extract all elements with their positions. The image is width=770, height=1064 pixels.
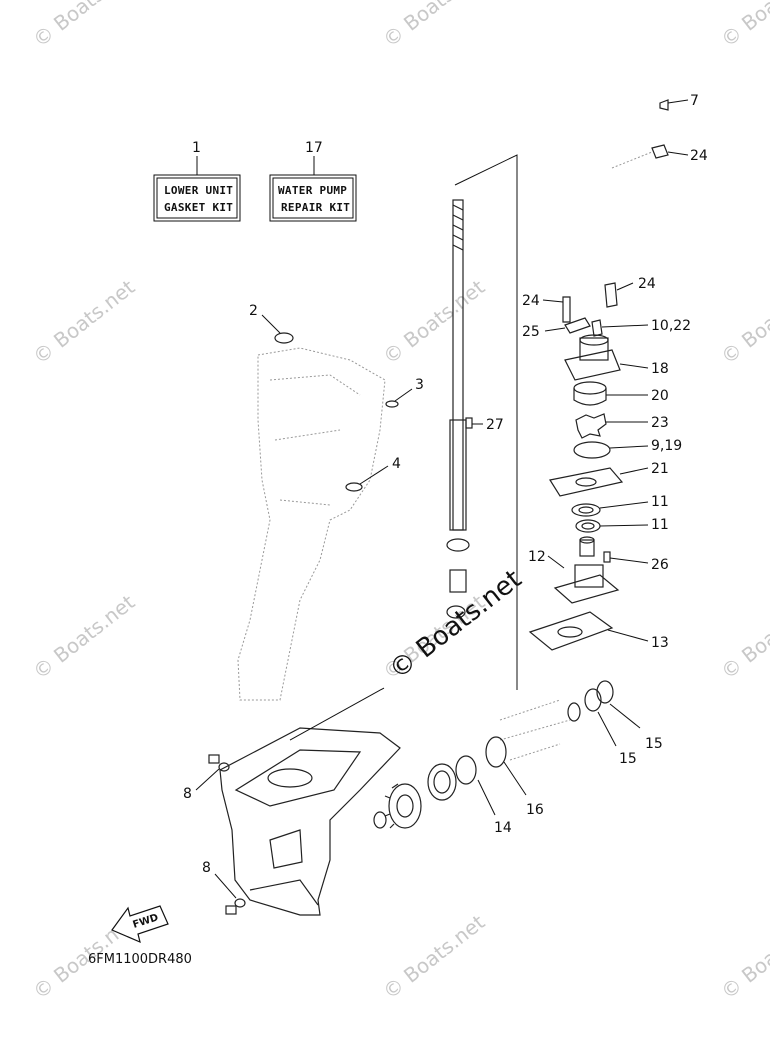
callout-label: 15	[645, 736, 663, 752]
callout-label: 23	[651, 415, 669, 431]
pump-housing-part-18[interactable]: 18	[564, 334, 669, 381]
watermark: © Boats.net	[716, 275, 770, 369]
kit-label-line2: GASKET KIT	[164, 201, 233, 214]
o-ring-part-9-19[interactable]: 9,19	[573, 438, 682, 459]
bolt-part-5[interactable]: 7	[659, 93, 699, 111]
callout-label: 8	[183, 786, 192, 802]
gasket-part-13[interactable]: 13	[528, 611, 669, 651]
shim-part-14[interactable]: 14	[455, 755, 512, 836]
seal-part-15-outer[interactable]: 15	[596, 680, 663, 752]
watermark: © Boats.net	[716, 0, 770, 52]
oil-seal-part-11-upper[interactable]: 11	[571, 494, 669, 517]
kit-box-water-pump-repair[interactable]: 17 WATER PUMP REPAIR KIT	[269, 140, 357, 222]
bolt-part-8-lower[interactable]: 8	[202, 860, 246, 915]
plate-part-25[interactable]: 25	[522, 317, 591, 340]
center-watermark: © Boats.net	[384, 564, 527, 685]
callout-label: 27	[486, 417, 504, 433]
callout-label: 9,19	[651, 438, 682, 454]
watermark: © Boats.net	[378, 275, 489, 369]
callout-label: 10,22	[651, 318, 691, 334]
watermark: © Boats.net	[716, 590, 770, 684]
callout-label: 11	[651, 494, 669, 510]
grommet-part-3[interactable]: 3	[385, 377, 424, 408]
kit-label-line1: LOWER UNIT	[164, 184, 233, 197]
watermark: © Boats.net	[378, 910, 489, 1004]
clip-part-6[interactable]: 24	[611, 144, 708, 169]
fwd-arrow-icon: FWD	[111, 905, 169, 944]
pinion-gear[interactable]	[384, 783, 422, 829]
watermark: © Boats.net	[28, 590, 139, 684]
bearing-housing-part	[567, 702, 581, 722]
seal-part-15-inner[interactable]: 15	[584, 688, 637, 767]
callout-label: 21	[651, 461, 669, 477]
drive-shaft[interactable]	[446, 199, 470, 619]
callout-label: 12	[528, 549, 546, 565]
diagram-code: 6FM1100DR480	[88, 952, 192, 967]
callout-label: 14	[494, 820, 512, 836]
pin-part-27[interactable]: 27	[465, 417, 504, 433]
sleeve-part	[579, 536, 595, 557]
pin-part-26[interactable]: 26	[603, 551, 669, 573]
oil-seal-part-11-lower[interactable]: 11	[575, 517, 669, 533]
kit-box-lower-unit-gasket[interactable]: 1 LOWER UNIT GASKET KIT	[153, 140, 241, 222]
callout-label: 24	[638, 276, 656, 292]
callout-label: 1	[192, 140, 201, 156]
kit-label-line2: REPAIR KIT	[281, 201, 350, 214]
grommet-part-4[interactable]: 4	[345, 456, 401, 492]
ghost-casing-outline	[237, 347, 386, 701]
watermark: © Boats.net	[28, 275, 139, 369]
callout-label: 3	[415, 377, 424, 393]
group-bracket	[454, 154, 518, 690]
bearing-part	[427, 763, 457, 801]
callout-label: 4	[392, 456, 401, 472]
bolt-part-24[interactable]: 24	[522, 293, 571, 323]
callout-label: 7	[690, 93, 699, 109]
watermark: © Boats.net	[28, 0, 139, 52]
ring-small	[373, 811, 387, 829]
watermark: © Boats.net	[716, 910, 770, 1004]
pin-part-12[interactable]: 12	[528, 549, 565, 569]
insert-cartridge-part-20[interactable]: 20	[573, 381, 669, 406]
callout-label: 11	[651, 517, 669, 533]
seal-part-2[interactable]: 2	[249, 303, 294, 344]
part-10-22[interactable]: 10,22	[591, 318, 691, 337]
outer-plate-cartridge-part-21[interactable]: 21	[549, 461, 669, 497]
callout-label: 26	[651, 557, 669, 573]
callout-label: 15	[619, 751, 637, 767]
callout-label: 17	[305, 140, 323, 156]
callout-label: 13	[651, 635, 669, 651]
watermark: © Boats.net	[378, 0, 489, 52]
callout-label: 24	[690, 148, 708, 164]
impeller-part-23[interactable]: 23	[575, 413, 669, 439]
callout-label: 16	[526, 802, 544, 818]
kit-label-line1: WATER PUMP	[278, 184, 347, 197]
lower-casing[interactable]	[219, 687, 571, 916]
callout-label: 25	[522, 324, 540, 340]
callout-label: 20	[651, 388, 669, 404]
callout-label: 24	[522, 293, 540, 309]
o-ring-part-16[interactable]: 16	[485, 736, 544, 818]
grommet-part-7[interactable]: 24	[604, 276, 656, 308]
callout-label: 18	[651, 361, 669, 377]
callout-label: 8	[202, 860, 211, 876]
bolt-part-8-upper[interactable]: 8	[183, 754, 230, 802]
callout-label: 2	[249, 303, 258, 319]
pump-case-lower-part[interactable]	[553, 564, 620, 604]
